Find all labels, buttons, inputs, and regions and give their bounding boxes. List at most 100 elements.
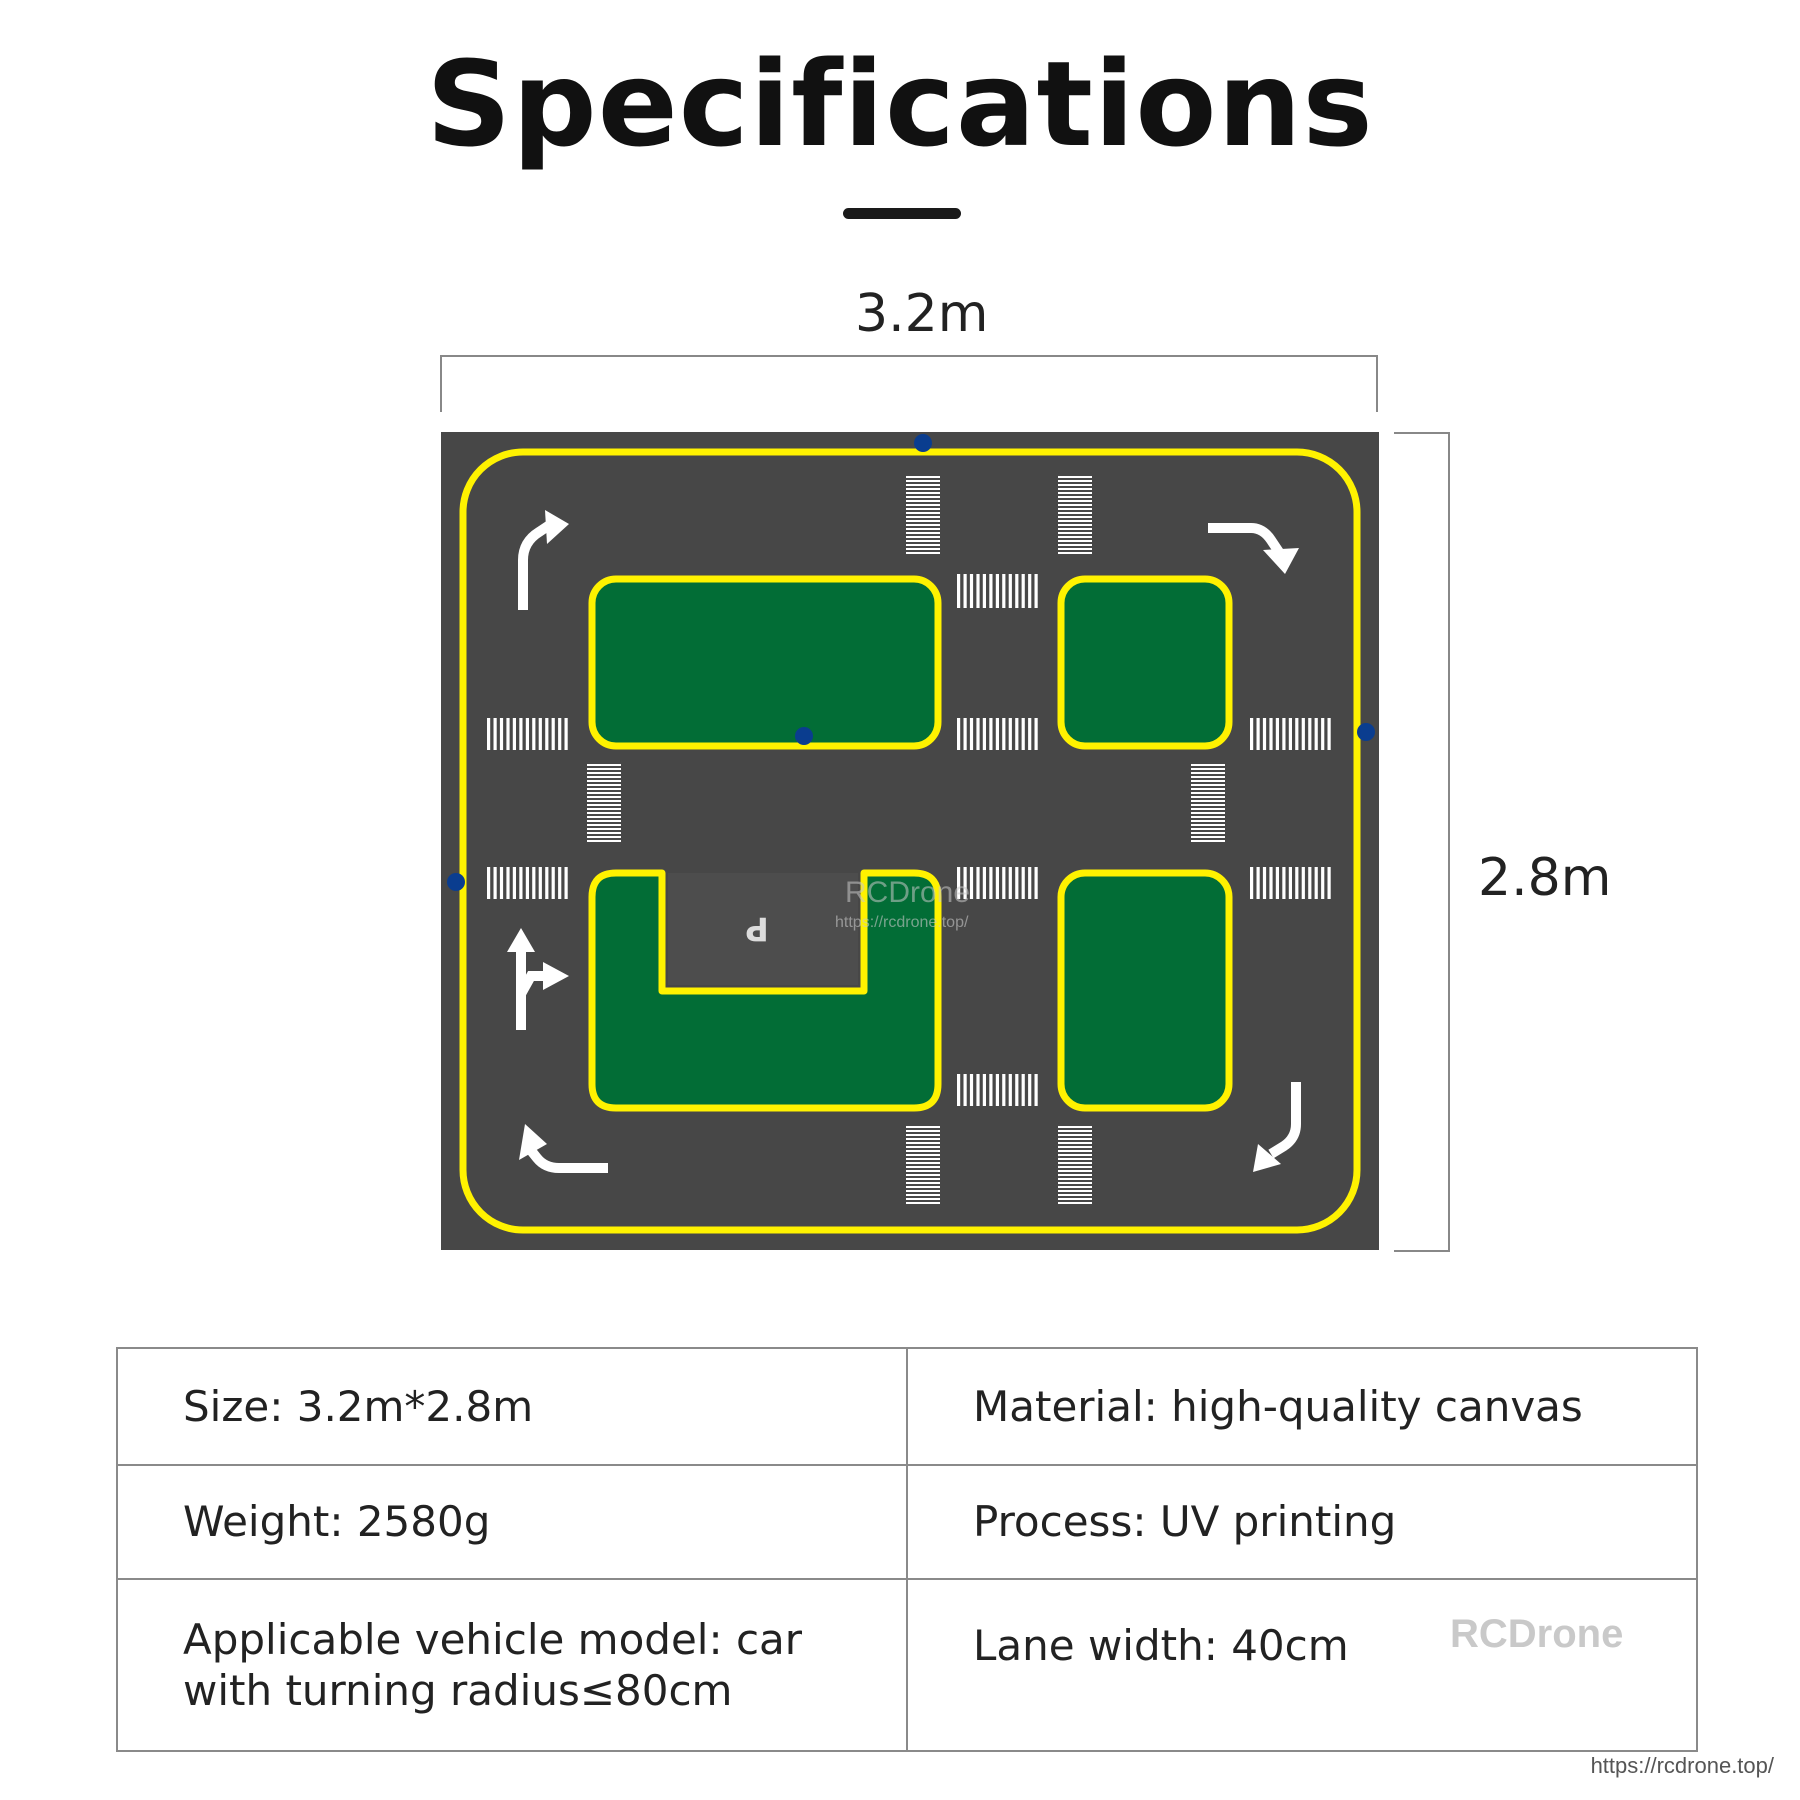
crosswalk-stripe [564, 718, 568, 750]
spec-process: Process: UV printing [906, 1464, 1698, 1580]
crosswalk-stripe [499, 718, 504, 750]
crosswalk-stripe [587, 840, 621, 842]
crosswalk-stripe [1058, 548, 1092, 550]
crosswalk-stripe [906, 532, 940, 534]
crosswalk-stripe [1058, 1142, 1092, 1144]
crosswalk-stripe [969, 718, 974, 750]
width-dimension-bracket [440, 355, 1378, 412]
crosswalk-stripe [587, 828, 621, 830]
parking-bay-shadow [668, 873, 858, 985]
crosswalk-stripe [1191, 788, 1225, 790]
crosswalk-stripe [906, 1190, 940, 1192]
crosswalk-stripe [1058, 484, 1092, 486]
crosswalk-stripe [906, 476, 940, 478]
crosswalk-stripe [1288, 867, 1292, 899]
crosswalk-stripe [587, 808, 621, 810]
crosswalk-stripe [1288, 718, 1292, 750]
crosswalk-stripe [1191, 808, 1225, 810]
crosswalk-stripe [532, 718, 536, 750]
block-top-right [1057, 575, 1233, 750]
crosswalk-stripe [1028, 1074, 1032, 1106]
crosswalk-stripe [1058, 1174, 1092, 1176]
crosswalk-stripe [587, 780, 621, 782]
crosswalk-stripe [1002, 867, 1006, 899]
crosswalk-stripe [906, 480, 940, 482]
crosswalk-stripe [1058, 1146, 1092, 1148]
crosswalk-stripe [906, 1174, 940, 1176]
crosswalk-stripe [906, 552, 940, 554]
crosswalk-stripe [1058, 1134, 1092, 1136]
crosswalk-stripe [906, 524, 940, 526]
crosswalk-stripe [587, 768, 621, 770]
crosswalk-stripe [1191, 764, 1225, 766]
crosswalk-stripe [587, 764, 621, 766]
table-watermark: RCDrone [1450, 1612, 1624, 1656]
crosswalk-stripe [1191, 804, 1225, 806]
crosswalk-stripe [982, 718, 986, 750]
crosswalk-stripe [587, 772, 621, 774]
crosswalk-stripe [1058, 1130, 1092, 1132]
crosswalk-stripe [1191, 812, 1225, 814]
crosswalk-stripe [1301, 718, 1305, 750]
crosswalk-stripe [906, 1126, 940, 1128]
crosswalk-stripe [587, 832, 621, 834]
crosswalk-stripe [1002, 574, 1006, 608]
crosswalk-stripe [906, 1130, 940, 1132]
crosswalk-stripe [587, 800, 621, 802]
spec-size: Size: 3.2m*2.8m [116, 1347, 908, 1466]
crosswalk-stripe [1058, 508, 1092, 510]
crosswalk-stripe [906, 540, 940, 542]
block-bottom-right [1057, 869, 1233, 1112]
crosswalk-stripe [1058, 1170, 1092, 1172]
crosswalk-stripe [906, 520, 940, 522]
crosswalk-stripe [906, 488, 940, 490]
crosswalk-stripe [1058, 496, 1092, 498]
crosswalk-stripe [982, 574, 986, 608]
crosswalk-stripe [1191, 828, 1225, 830]
crosswalk-stripe [1002, 1074, 1006, 1106]
crosswalk-stripe [1269, 867, 1273, 899]
crosswalk-stripe [906, 484, 940, 486]
crosswalk-stripe [493, 867, 497, 899]
crosswalk-stripe [1058, 520, 1092, 522]
crosswalk-stripe [957, 718, 961, 750]
crosswalk-stripe [587, 820, 621, 822]
crosswalk-stripe [1191, 784, 1225, 786]
crosswalk-stripe [1269, 718, 1273, 750]
page-title: Specifications [426, 35, 1374, 173]
crosswalk-stripe [506, 867, 510, 899]
crosswalk-stripe [1028, 574, 1032, 608]
crosswalk-stripe [1008, 1074, 1012, 1106]
crosswalk-stripe [1034, 867, 1038, 899]
height-dimension-label: 2.8m [1478, 848, 1612, 908]
crosswalk-stripe [1314, 718, 1318, 750]
crosswalk-stripe [1058, 1198, 1092, 1200]
crosswalk-stripe [906, 1146, 940, 1148]
crosswalk-stripe [587, 796, 621, 798]
crosswalk-stripe [587, 836, 621, 838]
crosswalk-stripe [976, 718, 980, 750]
crosswalk-stripe [957, 1074, 961, 1106]
arrow-top-left-icon [518, 519, 554, 610]
crosswalk-stripe [1058, 1166, 1092, 1168]
crosswalk-stripe [995, 1074, 999, 1106]
crosswalk-stripe [906, 1142, 940, 1144]
crosswalk-stripe [963, 867, 967, 899]
width-dimension-label: 3.2m [855, 284, 989, 344]
crosswalk-stripe [1256, 718, 1260, 750]
crosswalk-stripe [1028, 867, 1032, 899]
crosswalk-stripe [1058, 524, 1092, 526]
crosswalk-stripe [512, 867, 516, 899]
crosswalk-stripe [1308, 718, 1312, 750]
crosswalk-stripe [1308, 867, 1312, 899]
crosswalk-stripe [1191, 776, 1225, 778]
crosswalk-stripe [1058, 544, 1092, 546]
crosswalk-stripe [1008, 867, 1012, 899]
crosswalk-stripe [1058, 1178, 1092, 1180]
crosswalk-stripe [906, 1170, 940, 1172]
crosswalk-stripe [1321, 718, 1325, 750]
crosswalk-stripe [1058, 552, 1092, 554]
crosswalk-stripe [963, 574, 967, 608]
crosswalk-stripe [1058, 1182, 1092, 1184]
crosswalk-stripe [906, 1194, 940, 1196]
